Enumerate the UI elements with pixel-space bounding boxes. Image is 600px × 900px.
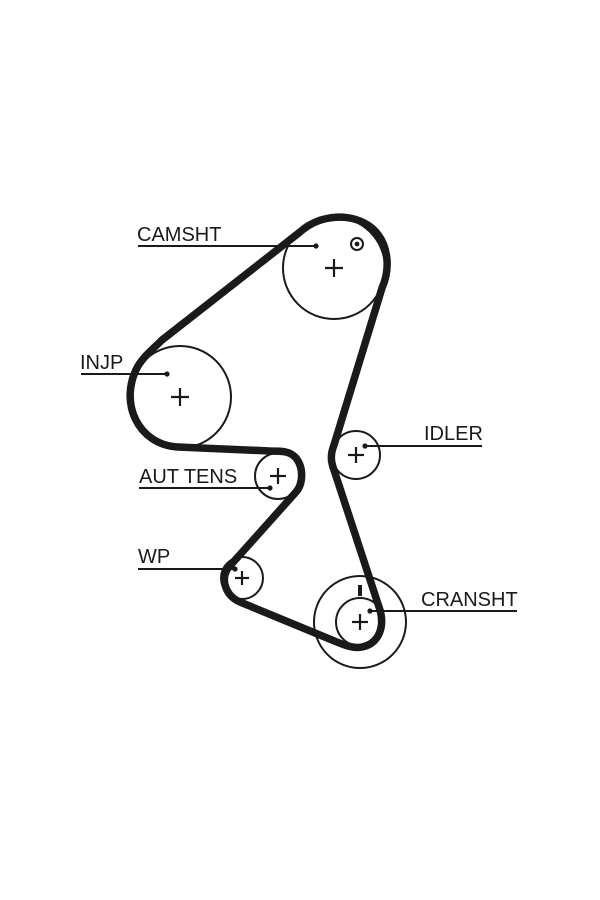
water-pump-leader	[138, 566, 238, 572]
camshaft-center-cross	[325, 259, 343, 277]
crankshaft-leader	[367, 608, 517, 614]
water-pump-center-cross	[235, 571, 249, 585]
water-pump-label: WP	[138, 546, 170, 568]
camshaft-leader	[138, 243, 319, 249]
idler-center-cross	[348, 447, 364, 463]
auto-tensioner-center-cross	[270, 468, 286, 484]
camshaft-label: CAMSHT	[137, 224, 221, 246]
injection-pump-label: INJP	[80, 352, 123, 374]
auto-tensioner-leader	[139, 485, 273, 491]
injection-pump-leader	[81, 371, 170, 377]
idler-label: IDLER	[424, 423, 483, 445]
auto-tensioner-label: AUT TENS	[139, 466, 237, 488]
idler-leader	[362, 443, 482, 449]
crankshaft-label: CRANSHT	[421, 589, 518, 611]
crankshaft-center-cross	[352, 614, 368, 630]
camshaft-timing-mark-center	[354, 241, 360, 247]
injection-pump-center-cross	[171, 388, 189, 406]
timing-belt	[126, 213, 391, 652]
